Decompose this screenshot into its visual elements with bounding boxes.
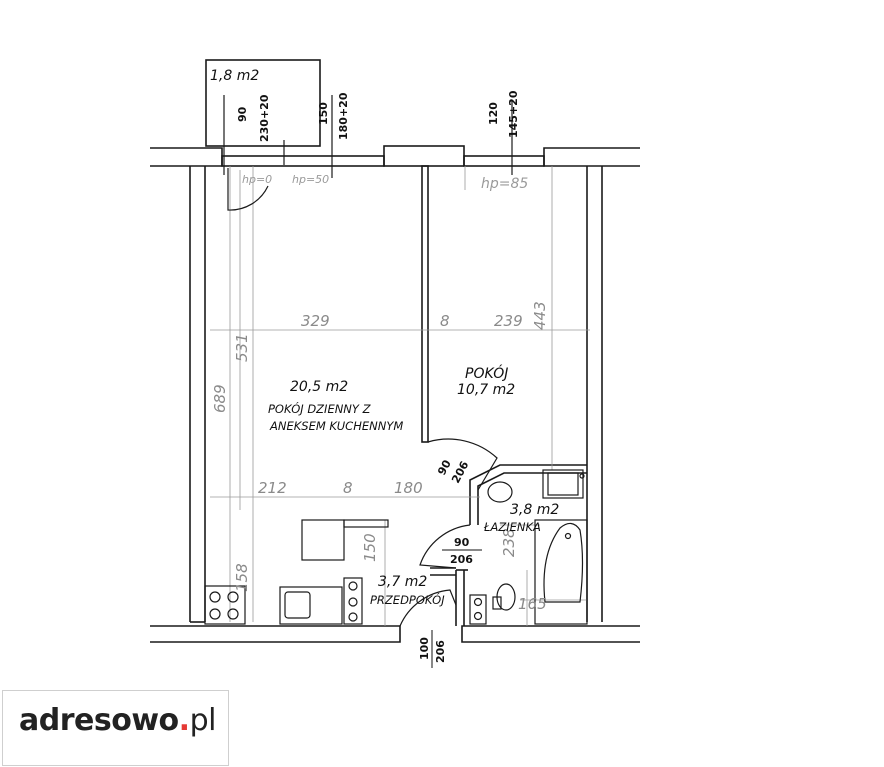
dim-room-depth: 443 bbox=[531, 301, 549, 330]
dim-hall-partition: 8 bbox=[343, 479, 353, 497]
dim-bath-width: 165 bbox=[518, 595, 547, 613]
brand-wordmark: adresowo.pl bbox=[19, 703, 216, 738]
bathroom-name: ŁAZIENKA bbox=[483, 520, 541, 534]
door-3-width: 100 bbox=[418, 637, 431, 660]
door-1-width: 90 bbox=[435, 457, 454, 477]
window-3-height: 145+20 bbox=[507, 90, 520, 138]
bathroom-door-swing bbox=[419, 524, 471, 569]
stove-icon bbox=[204, 585, 246, 625]
top-wall-left bbox=[150, 147, 223, 167]
bottom-wall-right bbox=[461, 625, 640, 643]
living-door-swing bbox=[427, 438, 498, 491]
brand-logo[interactable]: adresowo.pl bbox=[2, 690, 229, 766]
bathtub-basin bbox=[543, 522, 584, 603]
window-frame-2 bbox=[463, 155, 545, 167]
fridge-icon bbox=[343, 577, 363, 625]
door-3-height: 206 bbox=[434, 640, 447, 663]
sink-icon bbox=[487, 481, 513, 503]
kitchen-sink-icon bbox=[279, 586, 343, 625]
sill-height-1: hp=0 bbox=[242, 173, 272, 186]
living-room-area: 20,5 m2 bbox=[290, 379, 348, 395]
dim-room-width: 239 bbox=[494, 312, 523, 330]
living-room-name-1: POKÓJ DZIENNY Z bbox=[268, 401, 372, 416]
dim-hall-right: 180 bbox=[394, 479, 423, 497]
brand-dot: . bbox=[178, 703, 190, 738]
door-2-width: 90 bbox=[454, 536, 470, 549]
dim-living-width: 329 bbox=[301, 312, 330, 330]
balcony-outline bbox=[205, 59, 321, 147]
dim-total-depth: 689 bbox=[211, 384, 229, 413]
window-frame-1 bbox=[221, 155, 385, 167]
door-2-height: 206 bbox=[450, 553, 473, 566]
door-1-height: 206 bbox=[449, 459, 471, 486]
dim-hall-depth: 150 bbox=[361, 533, 379, 562]
sill-height-2: hp=50 bbox=[292, 173, 329, 186]
living-room-name-2: ANEKSEM KUCHENNYM bbox=[269, 419, 403, 433]
brand-tld: pl bbox=[189, 703, 217, 738]
plan-labels: 1,8 m2 90 230+20 150 180+20 120 145+20 h… bbox=[210, 68, 559, 668]
dim-hall-left: 212 bbox=[258, 479, 287, 497]
hall-area: 3,7 m2 bbox=[378, 574, 427, 590]
cabinet-icon bbox=[301, 519, 345, 561]
window-2-width: 150 bbox=[317, 102, 330, 125]
washing-machine-icon bbox=[542, 469, 584, 499]
dim-kitchen-depth: 158 bbox=[233, 563, 251, 592]
bedroom-area: 10,7 m2 bbox=[457, 382, 515, 398]
window-2-height: 180+20 bbox=[337, 92, 350, 140]
dimension-lines bbox=[210, 166, 590, 626]
hall-name: PRZEDPOKÓJ bbox=[370, 592, 445, 607]
dim-bath-depth: 238 bbox=[500, 528, 518, 557]
entry-door-swing bbox=[399, 589, 457, 627]
dim-living-depth: 531 bbox=[233, 333, 251, 362]
balcony-area: 1,8 m2 bbox=[210, 68, 259, 84]
dim-partition: 8 bbox=[440, 312, 450, 330]
kitchen-fixtures bbox=[204, 519, 487, 625]
bathroom-area: 3,8 m2 bbox=[510, 502, 559, 518]
top-wall-mid bbox=[383, 145, 465, 167]
top-wall-right bbox=[543, 147, 640, 167]
window-1-width: 90 bbox=[236, 106, 249, 122]
balcony-door-swing bbox=[227, 168, 269, 211]
partition-wall bbox=[421, 165, 429, 443]
bathroom-fixtures bbox=[487, 469, 588, 625]
bottom-wall-left bbox=[150, 625, 401, 643]
sill-height-3: hp=85 bbox=[481, 176, 528, 192]
bathroom-top-wall bbox=[469, 464, 587, 525]
window-1-height: 230+20 bbox=[258, 94, 271, 142]
window-3-width: 120 bbox=[487, 102, 500, 125]
laundry-cabinet-icon bbox=[469, 594, 487, 625]
door-swings bbox=[227, 168, 498, 627]
window-tick-lines bbox=[223, 95, 513, 178]
brand-name: adresowo bbox=[19, 703, 179, 738]
bathtub-icon bbox=[534, 519, 588, 625]
bedroom-name: POKÓJ bbox=[465, 364, 508, 382]
